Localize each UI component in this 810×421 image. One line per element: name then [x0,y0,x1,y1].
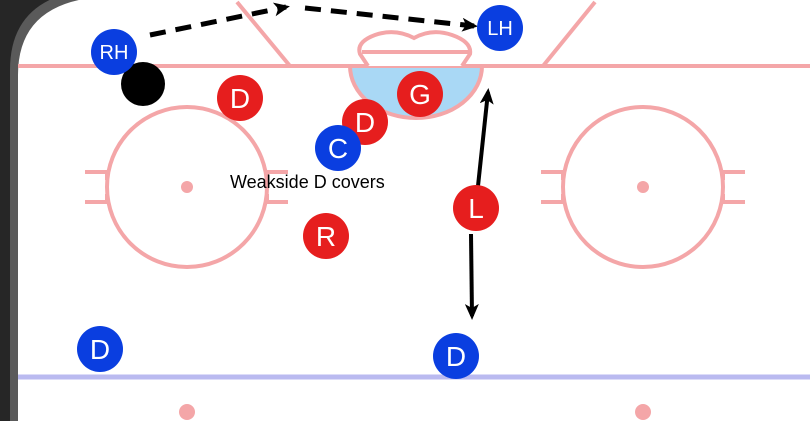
annotation-text: Weakside D covers [230,172,385,192]
player-marker [477,5,523,51]
player-marker [397,71,443,117]
player-label: R [316,221,336,252]
player-blue-rh: RH [91,29,137,75]
rink-ice [18,0,810,421]
player-marker [77,326,123,372]
player-blue-c: C [315,125,361,171]
player-marker [91,29,137,75]
player-marker [217,75,263,121]
move-arrow-down [464,233,479,320]
player-marker [303,213,349,259]
player-red-g: G [397,71,443,117]
player-label: D [446,341,466,372]
player-blue-lh: LH [477,5,523,51]
pass-arrow-1 [149,2,290,38]
player-red-r: R [303,213,349,259]
hash-marks-left [85,170,288,204]
faceoff-dot-left [181,181,193,193]
player-red-d: D [217,75,263,121]
player-label: LH [487,18,513,40]
puck [121,62,165,106]
player-blue-d: D [433,333,479,379]
player-blue-d: D [77,326,123,372]
player-label: D [90,334,110,365]
player-label: RH [100,42,129,64]
diagonal-line-right [541,0,597,68]
pass-arrow-2 [304,5,478,32]
player-label: L [468,193,484,224]
move-arrow-up [476,88,494,187]
diagonal-line-left [235,0,292,68]
faceoff-circle-left [105,105,269,269]
player-label: C [328,133,348,164]
neutral-dot-right [635,404,651,420]
player-marker [453,185,499,231]
player-marker [433,333,479,379]
player-label: D [355,107,375,138]
player-label: G [409,79,431,110]
faceoff-circle-right [561,105,725,269]
neutral-dot-left [179,404,195,420]
goal-net [357,30,473,68]
faceoff-dot-right [637,181,649,193]
player-red-l: L [453,185,499,231]
player-label: D [230,83,250,114]
player-marker [315,125,361,171]
hash-marks-right [541,170,745,204]
